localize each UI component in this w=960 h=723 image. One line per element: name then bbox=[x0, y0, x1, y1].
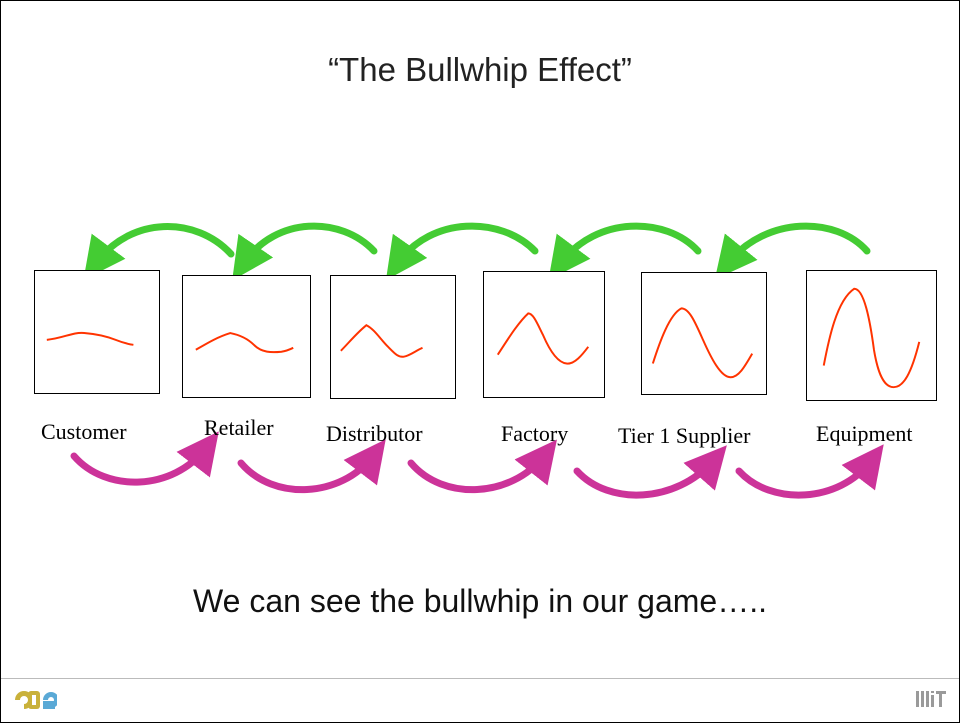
material-arrow-1 bbox=[70, 431, 219, 486]
demand-curve bbox=[822, 287, 921, 389]
footer-divider bbox=[1, 678, 959, 679]
material-arrow-3 bbox=[407, 439, 557, 493]
ccc-logo-icon bbox=[13, 689, 59, 716]
stage-box-retailer bbox=[182, 275, 311, 398]
mit-logo-icon bbox=[916, 689, 946, 714]
stage-label-tier-1-supplier: Tier 1 Supplier bbox=[618, 423, 751, 448]
info-arrow-3 bbox=[385, 222, 539, 281]
info-arrow-2 bbox=[232, 222, 378, 281]
stage-label-factory: Factory bbox=[501, 421, 569, 446]
slide-title: “The Bullwhip Effect” bbox=[328, 51, 632, 88]
demand-curve bbox=[651, 307, 754, 379]
info-arrow-4 bbox=[548, 222, 702, 280]
slide-caption: We can see the bullwhip in our game….. bbox=[193, 583, 767, 619]
stage-box-customer bbox=[34, 270, 160, 394]
demand-curve bbox=[46, 331, 134, 346]
stage-box-tier-1-supplier bbox=[641, 272, 767, 395]
stage-label-retailer: Retailer bbox=[204, 415, 274, 440]
demand-curve bbox=[496, 312, 590, 365]
material-arrow-4 bbox=[573, 445, 727, 499]
demand-curve bbox=[340, 324, 423, 358]
stage-box-equipment bbox=[806, 270, 937, 401]
material-arrow-5 bbox=[735, 444, 884, 499]
stage-label-distributor: Distributor bbox=[326, 421, 423, 446]
stage-label-customer: Customer bbox=[41, 419, 127, 444]
info-arrow-5 bbox=[714, 222, 871, 280]
stage-label-equipment: Equipment bbox=[816, 421, 913, 446]
info-arrow-1 bbox=[83, 223, 235, 280]
stage-box-distributor bbox=[330, 275, 456, 399]
stage-box-factory bbox=[483, 271, 605, 398]
material-arrow-2 bbox=[237, 439, 386, 493]
demand-curve bbox=[195, 332, 294, 354]
